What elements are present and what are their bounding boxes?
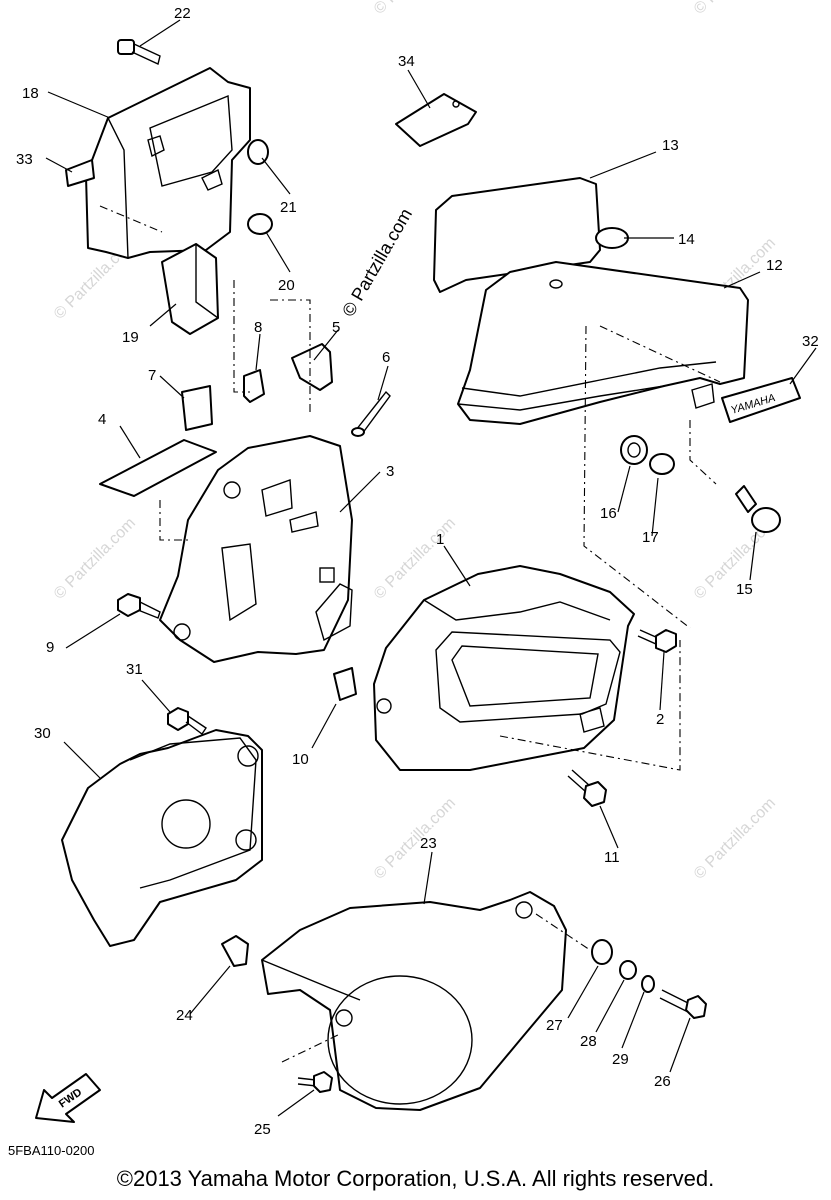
callout-22: 22: [174, 5, 191, 22]
watermark-text: © Partzilla.com: [371, 0, 459, 18]
part-5-bracket: [291, 343, 333, 391]
callout-labels: 1 2 3 4 5 6 7 8 9 10 11 12 13 14 15 16 1…: [16, 5, 819, 1138]
part-32-emblem: YAMAHA: [721, 377, 801, 423]
part-3-bracket: [159, 435, 353, 663]
callout-24: 24: [176, 1007, 193, 1024]
part-12-side-cover: [457, 261, 749, 425]
drawing-code: 5FBA110-0200: [8, 1143, 95, 1158]
part-7-pad: [181, 385, 213, 431]
callout-10: 10: [292, 751, 309, 768]
callout-16: 16: [600, 505, 617, 522]
part-4-pad: [99, 439, 217, 497]
part-24-clip: [221, 935, 249, 967]
part-20-grommet: [247, 213, 273, 235]
part-23-guard: [261, 891, 567, 1111]
callout-9: 9: [46, 639, 54, 656]
part-2-bolt: [637, 629, 677, 653]
callout-11: 11: [604, 849, 620, 866]
callout-25: 25: [254, 1121, 271, 1138]
part-21-grommet: [247, 139, 269, 165]
watermark-main: © Partzilla.com: [338, 205, 416, 320]
callout-34: 34: [398, 53, 415, 70]
callout-2: 2: [656, 711, 664, 728]
callout-33: 33: [16, 151, 33, 168]
callout-27: 27: [546, 1017, 563, 1034]
callout-29: 29: [612, 1051, 629, 1068]
callout-8: 8: [254, 319, 262, 336]
callout-13: 13: [662, 137, 679, 154]
callout-32: 32: [802, 333, 819, 350]
part-14-grommet: [595, 227, 629, 249]
part-6-pin: [351, 390, 391, 437]
callout-18: 18: [22, 85, 39, 102]
part-29-washer: [641, 975, 655, 993]
callout-17: 17: [642, 529, 659, 546]
copyright-notice: ©2013 Yamaha Motor Corporation, U.S.A. A…: [116, 1166, 715, 1191]
part-8-clip: [243, 369, 265, 403]
watermark-text: © Partzilla.com: [371, 795, 459, 883]
callout-23: 23: [420, 835, 437, 852]
part-34-damper: [395, 93, 477, 147]
callout-30: 30: [34, 725, 51, 742]
part-22-bolt: [117, 39, 161, 65]
part-31-bolt: [167, 707, 207, 736]
part-25-bolt: [297, 1071, 333, 1093]
watermark-text: © Partzilla.com: [51, 515, 139, 603]
part-1-case: [373, 565, 635, 771]
callout-19: 19: [122, 329, 139, 346]
watermark-text: © Partzilla.com: [691, 0, 779, 18]
callout-28: 28: [580, 1033, 597, 1050]
part-26-bolt: [659, 989, 707, 1019]
part-15-knob: [735, 485, 781, 533]
part-11-bolt: [567, 769, 607, 807]
part-28-collar: [619, 960, 637, 980]
part-9-bolt: [117, 593, 161, 619]
callout-20: 20: [278, 277, 295, 294]
part-19-pad: [161, 243, 219, 335]
part-18-side-cover: [85, 67, 251, 259]
callout-12: 12: [766, 257, 783, 274]
callout-4: 4: [98, 411, 106, 428]
callout-1: 1: [436, 531, 444, 548]
callout-5: 5: [332, 319, 340, 336]
callout-7: 7: [148, 367, 156, 384]
callout-14: 14: [678, 231, 695, 248]
part-16-nut: [620, 435, 648, 465]
callout-26: 26: [654, 1073, 671, 1090]
part-17-grommet: [649, 453, 675, 475]
fwd-arrow-icon: FWD: [35, 1073, 101, 1123]
part-10-clip: [333, 667, 357, 701]
watermark-text: © Partzilla.com: [691, 795, 779, 883]
assembly-lines: [99, 205, 721, 1063]
leader-lines: [45, 19, 817, 1117]
callout-21: 21: [280, 199, 297, 216]
callout-31: 31: [126, 661, 143, 678]
part-27-damper: [591, 939, 613, 965]
callout-15: 15: [736, 581, 753, 598]
part-33-tab: [65, 159, 95, 187]
callout-3: 3: [386, 463, 394, 480]
part-30-cover: [61, 729, 263, 947]
callout-6: 6: [382, 349, 390, 366]
